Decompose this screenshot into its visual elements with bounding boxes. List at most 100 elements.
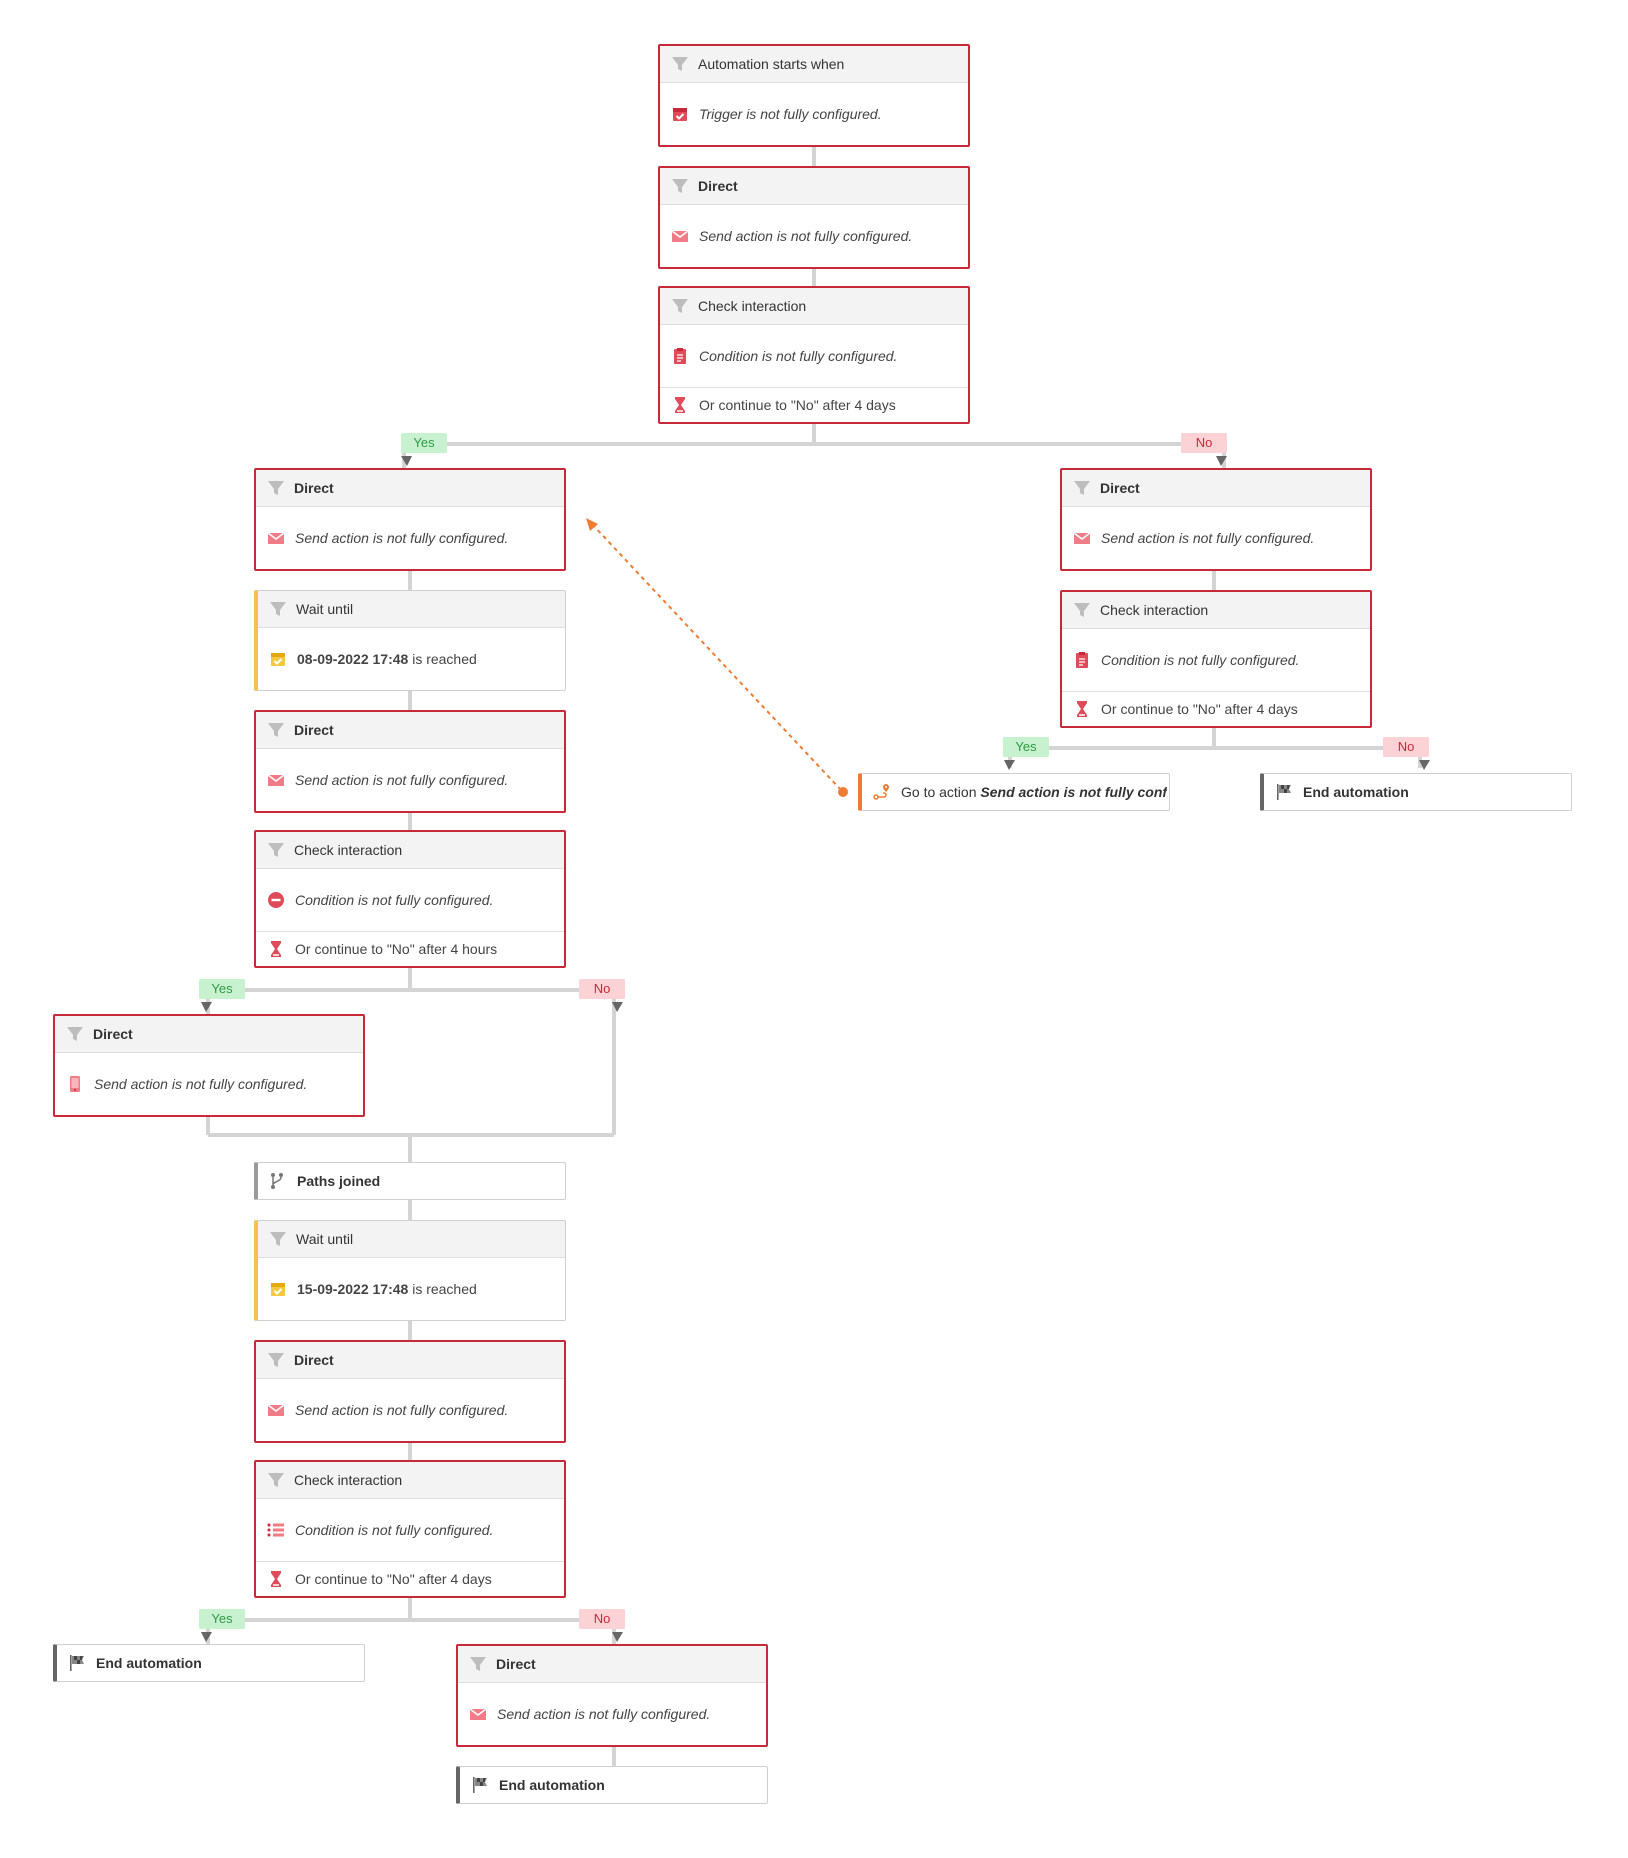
node-header: Check interaction xyxy=(256,832,564,869)
end-automation-node[interactable]: End automation xyxy=(1260,773,1572,811)
node-body: Send action is not fully configured. xyxy=(256,1379,564,1441)
filter-icon xyxy=(266,720,286,740)
hourglass-icon xyxy=(266,939,286,959)
timeout-text: Or continue to "No" after 4 hours xyxy=(295,941,498,957)
node-title: End automation xyxy=(96,1655,202,1671)
branch-no-badge: No xyxy=(579,979,625,999)
hourglass-icon xyxy=(670,395,690,415)
filter-icon xyxy=(468,1654,488,1674)
node-body: Send action is not fully configured. xyxy=(660,205,968,267)
clipboard-icon xyxy=(1072,650,1092,670)
check-interaction-node[interactable]: Check interaction Condition is not fully… xyxy=(1060,590,1372,728)
direct-node[interactable]: Direct Send action is not fully configur… xyxy=(1060,468,1372,571)
node-footer: Or continue to "No" after 4 days xyxy=(1062,691,1370,726)
node-title: End automation xyxy=(499,1777,605,1793)
finish-flag-icon xyxy=(1274,782,1294,802)
node-header: Check interaction xyxy=(1062,592,1370,629)
send-status: Send action is not fully configured. xyxy=(94,1076,308,1092)
node-title: Direct xyxy=(496,1656,536,1672)
filter-icon xyxy=(1072,600,1092,620)
filter-icon xyxy=(65,1024,85,1044)
route-pin-icon xyxy=(872,782,892,802)
node-body: Condition is not fully configured. xyxy=(1062,629,1370,691)
calendar-check-icon xyxy=(268,649,288,669)
node-title: Paths joined xyxy=(297,1173,381,1189)
node-header: Direct xyxy=(1062,470,1370,507)
node-title: End automation xyxy=(1303,784,1409,800)
node-row: Go to action Send action is not fully co… xyxy=(862,774,1169,810)
check-interaction-node[interactable]: Check interaction Condition is not fully… xyxy=(254,830,566,968)
hourglass-icon xyxy=(266,1569,286,1589)
node-title: Wait until xyxy=(296,601,354,617)
node-header: Direct xyxy=(660,168,968,205)
merge-icon xyxy=(268,1171,288,1191)
check-interaction-node[interactable]: Check interaction Condition is not fully… xyxy=(254,1460,566,1598)
check-interaction-node[interactable]: Check interaction Condition is not fully… xyxy=(658,286,970,424)
node-footer: Or continue to "No" after 4 days xyxy=(660,387,968,422)
node-header: Direct xyxy=(55,1016,363,1053)
timeout-text: Or continue to "No" after 4 days xyxy=(295,1571,492,1587)
paths-joined-node[interactable]: Paths joined xyxy=(254,1162,566,1200)
node-body: Send action is not fully configured. xyxy=(256,507,564,569)
go-to-prefix: Go to action xyxy=(901,784,981,800)
wait-date-value: 08-09-2022 17:48 xyxy=(297,651,409,667)
node-body: Send action is not fully configured. xyxy=(256,749,564,811)
mobile-phone-icon xyxy=(65,1074,85,1094)
node-header: Wait until xyxy=(258,591,565,628)
envelope-icon xyxy=(468,1704,488,1724)
envelope-icon xyxy=(266,770,286,790)
node-header: Wait until xyxy=(258,1221,565,1258)
direct-node[interactable]: Direct Send action is not fully configur… xyxy=(254,468,566,571)
node-body: Send action is not fully configured. xyxy=(55,1053,363,1115)
finish-flag-icon xyxy=(67,1653,87,1673)
trigger-node[interactable]: Automation starts when Trigger is not fu… xyxy=(658,44,970,147)
go-to-label: Go to action Send action is not fully co… xyxy=(901,784,1167,800)
node-title: Direct xyxy=(93,1026,133,1042)
go-to-action-node[interactable]: Go to action Send action is not fully co… xyxy=(858,773,1170,811)
wait-until-node[interactable]: Wait until 15-09-2022 17:48 is reached xyxy=(254,1220,566,1321)
node-body: 15-09-2022 17:48 is reached xyxy=(258,1258,565,1320)
node-title: Direct xyxy=(1100,480,1140,496)
end-automation-node[interactable]: End automation xyxy=(456,1766,768,1804)
direct-node[interactable]: Direct Send action is not fully configur… xyxy=(658,166,970,269)
branch-yes-badge: Yes xyxy=(1003,737,1049,757)
envelope-icon xyxy=(266,528,286,548)
branch-yes-badge: Yes xyxy=(199,979,245,999)
direct-node[interactable]: Direct Send action is not fully configur… xyxy=(456,1644,768,1747)
calendar-check-icon xyxy=(670,104,690,124)
branch-no-badge: No xyxy=(579,1609,625,1629)
node-row: Paths joined xyxy=(258,1163,565,1199)
wait-date: 08-09-2022 17:48 is reached xyxy=(297,651,477,667)
send-status: Send action is not fully configured. xyxy=(295,530,509,546)
filter-icon xyxy=(1072,478,1092,498)
timeout-text: Or continue to "No" after 4 days xyxy=(1101,701,1298,717)
condition-status: Condition is not fully configured. xyxy=(295,1522,494,1538)
direct-node[interactable]: Direct Send action is not fully configur… xyxy=(254,1340,566,1443)
finish-flag-icon xyxy=(470,1775,490,1795)
direct-node[interactable]: Direct Send action is not fully configur… xyxy=(254,710,566,813)
node-row: End automation xyxy=(460,1767,767,1803)
node-header: Check interaction xyxy=(256,1462,564,1499)
direct-sms-node[interactable]: Direct Send action is not fully configur… xyxy=(53,1014,365,1117)
condition-status: Condition is not fully configured. xyxy=(1101,652,1300,668)
node-header: Direct xyxy=(256,712,564,749)
filter-icon xyxy=(266,840,286,860)
node-title: Wait until xyxy=(296,1231,354,1247)
wait-until-node[interactable]: Wait until 08-09-2022 17:48 is reached xyxy=(254,590,566,691)
node-title: Automation starts when xyxy=(698,56,845,72)
node-body: Send action is not fully configured. xyxy=(458,1683,766,1745)
filter-icon xyxy=(266,1350,286,1370)
send-status: Send action is not fully configured. xyxy=(295,772,509,788)
end-automation-node[interactable]: End automation xyxy=(53,1644,365,1682)
node-body: Trigger is not fully configured. xyxy=(660,83,968,145)
timeout-text: Or continue to "No" after 4 days xyxy=(699,397,896,413)
send-status: Send action is not fully configured. xyxy=(295,1402,509,1418)
node-body: Condition is not fully configured. xyxy=(256,869,564,931)
branch-yes-badge: Yes xyxy=(199,1609,245,1629)
branch-no-badge: No xyxy=(1181,433,1227,453)
node-title: Check interaction xyxy=(294,1472,403,1488)
node-title: Check interaction xyxy=(1100,602,1209,618)
minus-circle-icon xyxy=(266,890,286,910)
